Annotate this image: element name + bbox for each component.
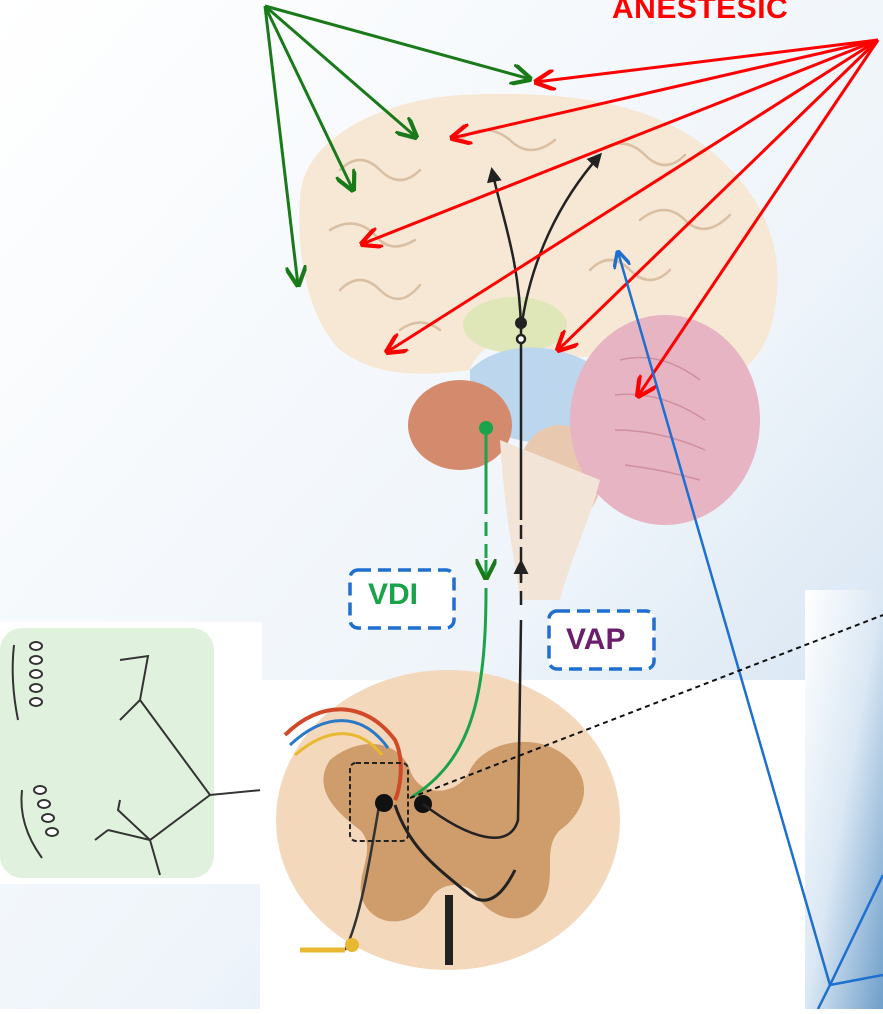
anesthetic-title: ANESTESIC xyxy=(612,0,788,26)
spinal-cord-section xyxy=(260,670,805,1009)
vdi-label: VDI xyxy=(368,578,418,612)
vap-label: VAP xyxy=(566,623,625,657)
background-right-panel xyxy=(805,590,883,1009)
neuron-inset xyxy=(0,622,262,884)
